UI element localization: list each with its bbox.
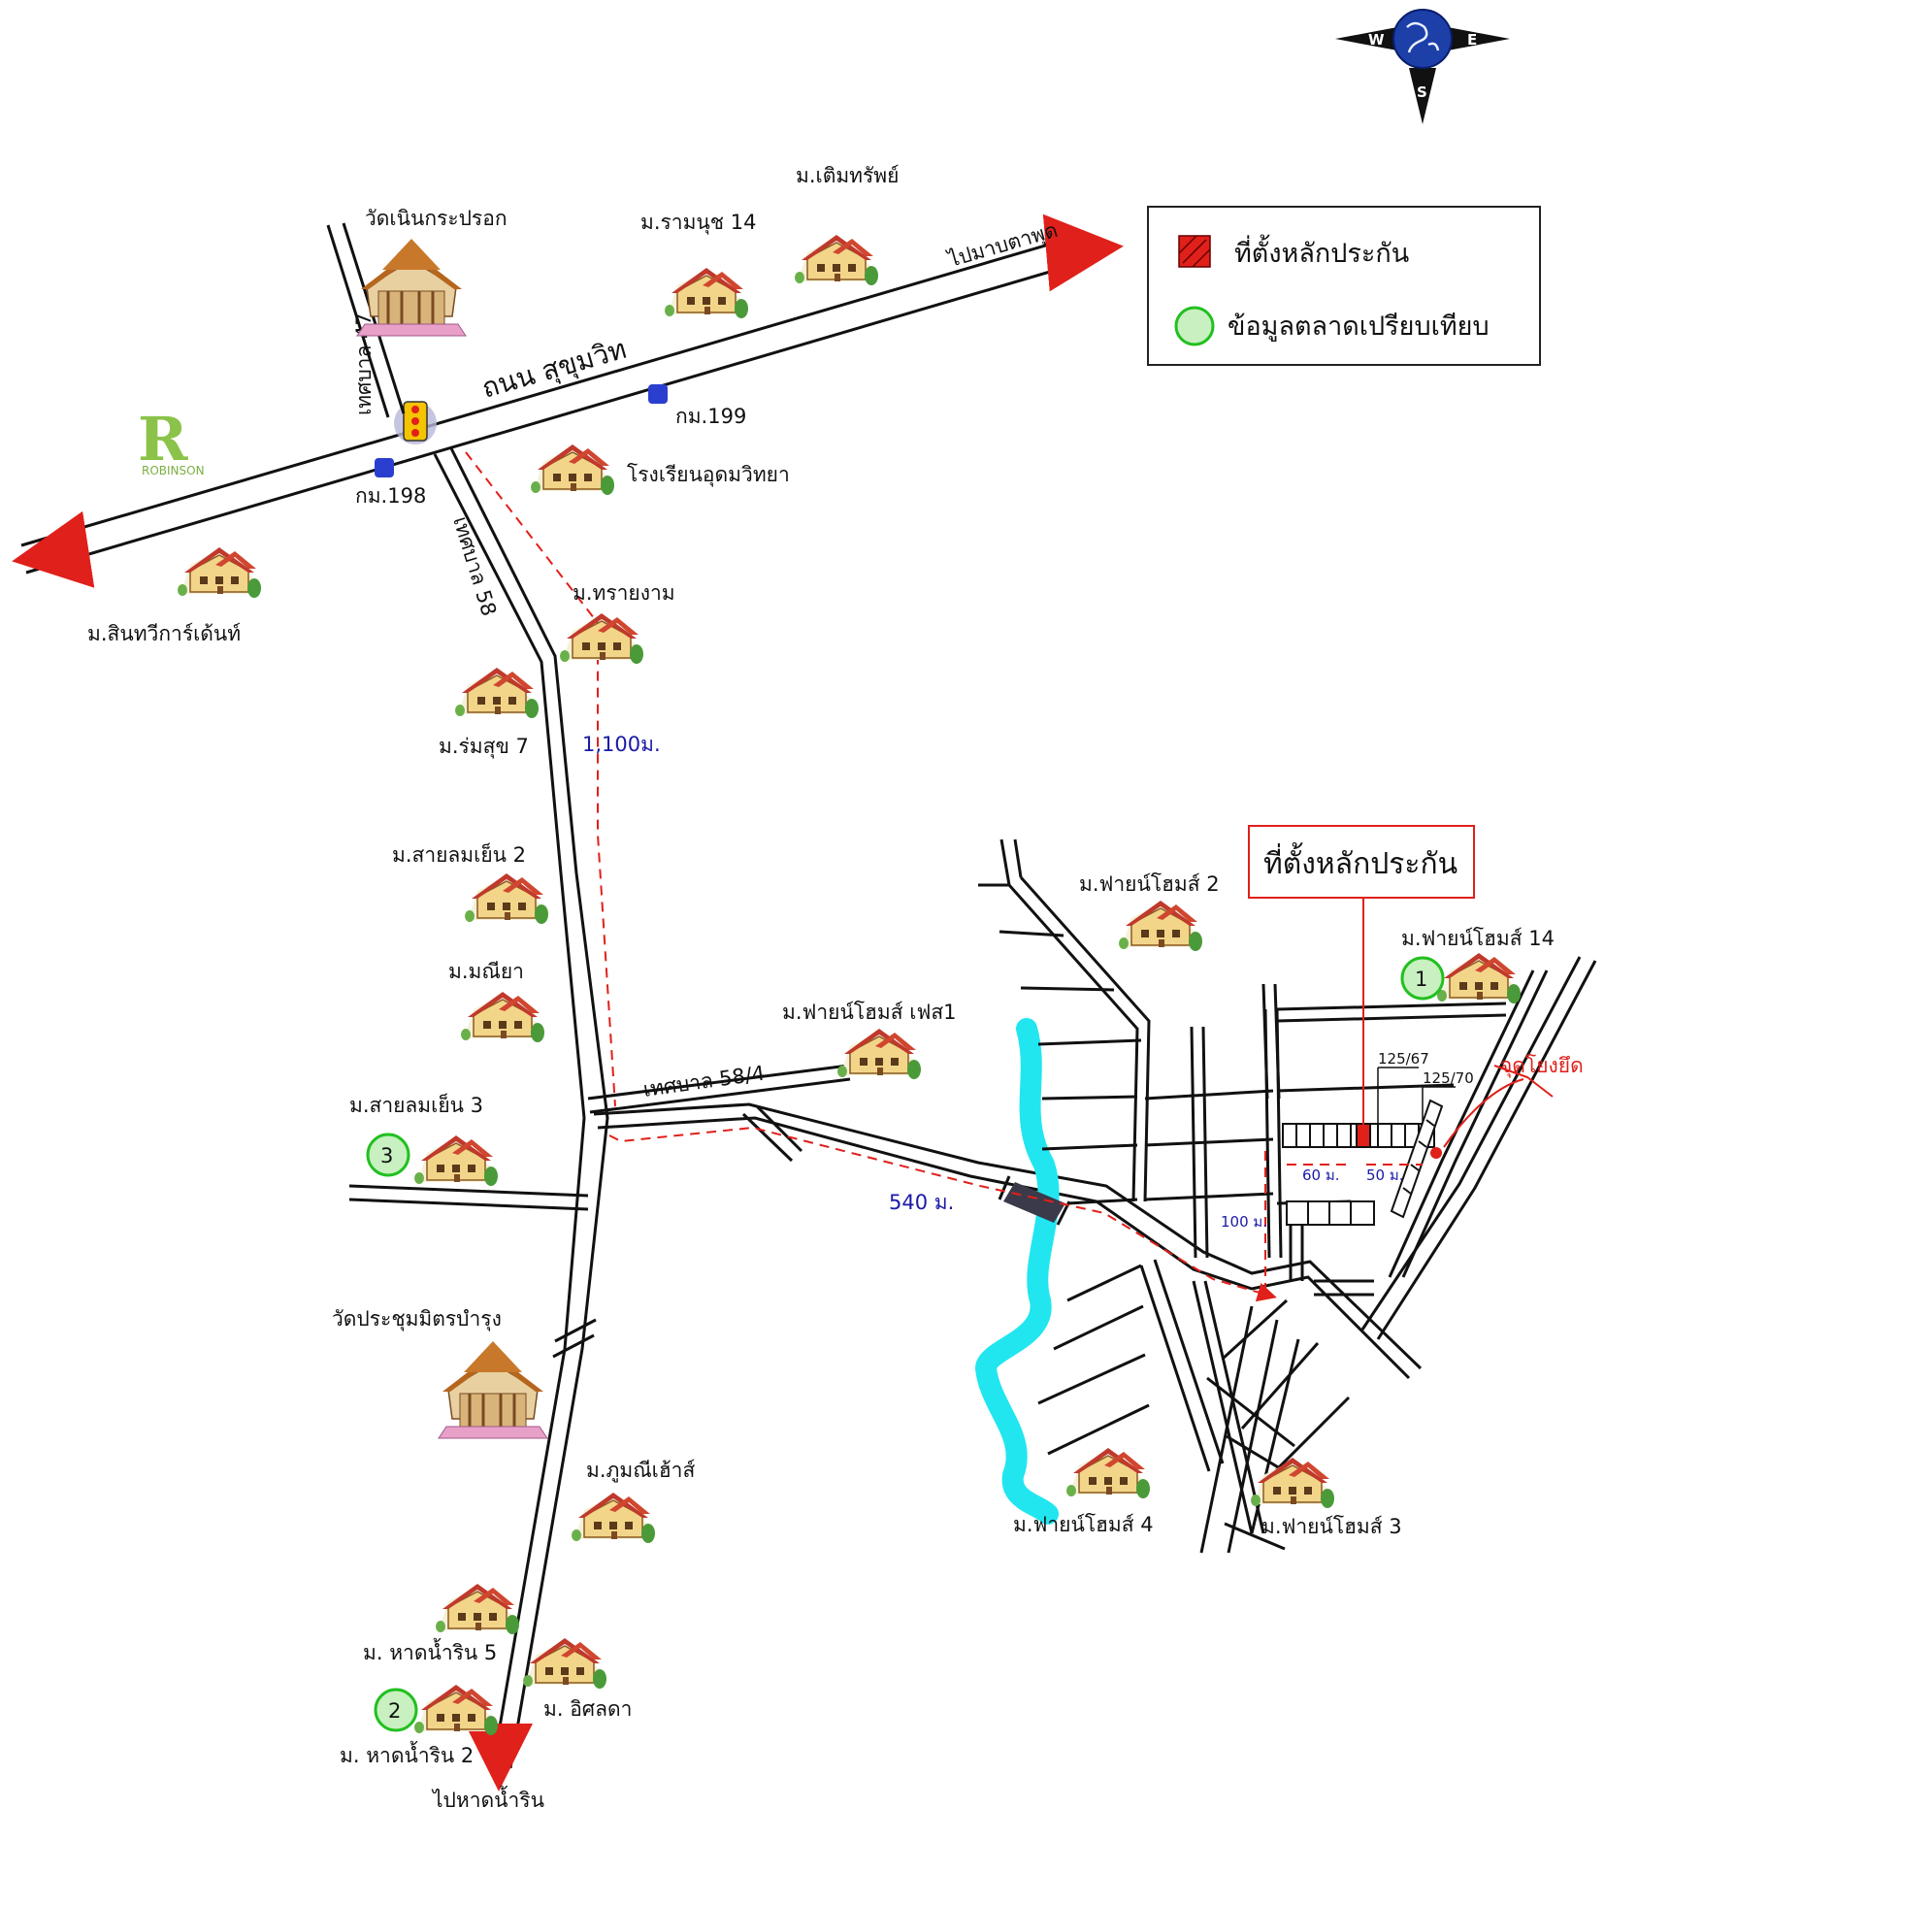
anchor-label: จุดโยงยึด — [1500, 1054, 1584, 1078]
hat5-label: ม. หาดน้ำริน 5 — [363, 1638, 497, 1664]
km-199-marker: กม.199 — [648, 384, 746, 428]
to-map-ta-phut-arrow — [1042, 214, 1124, 292]
market-marker-3-number: 3 — [380, 1144, 393, 1167]
house-icon — [1118, 900, 1203, 952]
phumanee-label: ม.ภูมณีเฮ้าส์ — [586, 1459, 695, 1483]
diagonal-plots — [1390, 1099, 1444, 1219]
collateral-plot — [1356, 1123, 1371, 1148]
compass-south: S — [1417, 83, 1427, 101]
house-icon — [522, 1637, 607, 1690]
house-icon — [1250, 1457, 1335, 1509]
west-side-road-b — [348, 1198, 589, 1211]
legend-market-label: ข้อมูลตลาดเปรียบเทียบ — [1228, 312, 1490, 342]
collateral-callout: ที่ตั้งหลักประกัน — [1248, 825, 1475, 1126]
house-icon — [435, 1583, 520, 1635]
traffic-light-icon — [394, 401, 437, 444]
km-198-marker: กม.198 — [355, 458, 426, 508]
distance-50: 50 ม. — [1366, 1167, 1404, 1184]
compass-rose: W E S — [1335, 9, 1510, 124]
robinson-logo: R ROBINSON — [138, 404, 205, 477]
house-icon — [413, 1684, 499, 1736]
market-marker-1: 1 — [1400, 956, 1445, 1001]
collateral-title-box — [1248, 825, 1475, 899]
romsuk-label: ม.ร่มสุข 7 — [439, 735, 529, 759]
house-icon — [836, 1028, 922, 1080]
west-arrow — [1335, 27, 1397, 50]
km-198-label: กม.198 — [355, 484, 426, 508]
house-icon — [464, 872, 549, 925]
house-icon — [559, 612, 644, 665]
km-post-icon — [648, 384, 668, 404]
wat-noen-label: วัดเนินกระปรอก — [365, 207, 508, 230]
tesaban-58-4-label: เทศบาล 58/4 — [641, 1062, 766, 1101]
ramnut-label: ม.รามนุช 14 — [640, 211, 756, 235]
house-icon — [1065, 1447, 1151, 1499]
market-marker-2-number: 2 — [388, 1699, 401, 1723]
plot-b-label: 125/70 — [1423, 1069, 1474, 1087]
school-label: โรงเรียนอุดมวิทยา — [627, 463, 790, 487]
distance-540: 540 ม. — [889, 1191, 954, 1214]
plot-labels: 125/67 125/70 — [1377, 1050, 1474, 1124]
tesaban-58-road: เทศบาล 58 ไปหาดน้ำริน — [431, 447, 609, 1812]
legend: ที่ตั้งหลักประกัน ข้อมูลตลาดเปรียบเทียบ — [1147, 206, 1541, 366]
sukhumvit-road: ถนน สุขุมวิท ไปมาบตาพุด — [12, 214, 1124, 588]
fine14-label: ม.ฟายน์โฮมส์ 14 — [1401, 927, 1555, 950]
house-icon — [1436, 952, 1522, 1004]
compass-west: W — [1368, 31, 1385, 49]
fine3-label: ม.ฟายน์โฮมส์ 3 — [1261, 1515, 1402, 1538]
to-hat-namrin-label: ไปหาดน้ำริน — [431, 1786, 544, 1812]
fine2-label: ม.ฟายน์โฮมส์ 2 — [1079, 872, 1220, 896]
house-icon — [794, 234, 879, 286]
legend-collateral-label: ที่ตั้งหลักประกัน — [1234, 234, 1409, 269]
distance-100: 100 ม. — [1221, 1213, 1267, 1231]
svg-text:R: R — [138, 404, 188, 475]
house-icon — [177, 546, 262, 599]
sailom3-label: ม.สายลมเย็น 3 — [349, 1092, 483, 1117]
sailom2-label: ม.สายลมเย็น 2 — [392, 841, 526, 867]
plot-row — [1282, 1123, 1435, 1226]
school-icon — [530, 444, 615, 496]
east-arrow — [1448, 27, 1510, 50]
hat2-label: ม. หาดน้ำริน 2 — [340, 1741, 474, 1767]
plot-a-label: 125/67 — [1378, 1050, 1429, 1068]
west-side-road-a — [348, 1184, 589, 1198]
market-marker-3: 3 — [366, 1133, 410, 1177]
fine-phase1-label: ม.ฟายน์โฮมส์ เฟส1 — [782, 1001, 957, 1024]
house-icon — [413, 1134, 499, 1187]
saingam-label: ม.ทรายงาม — [573, 581, 675, 605]
west-arrow-road — [12, 510, 95, 588]
isalda-label: ม. อิศลดา — [543, 1697, 632, 1721]
market-marker-2: 2 — [374, 1688, 418, 1732]
distance-60: 60 ม. — [1302, 1167, 1340, 1184]
south-arrow — [1409, 68, 1436, 124]
market-marker-1-number: 1 — [1415, 968, 1427, 991]
market-swatch — [1174, 306, 1215, 346]
sukhumvit-label: ถนน สุขุมวิท — [478, 333, 630, 406]
robinson-text: ROBINSON — [142, 464, 205, 477]
km-post-icon — [375, 458, 394, 477]
wat-prachum-label: วัดประชุมมิตรบำรุง — [332, 1307, 502, 1331]
route-path — [465, 451, 1423, 1302]
distance-1100: 1,100ม. — [582, 733, 661, 756]
fine4-label: ม.ฟายน์โฮมส์ 4 — [1013, 1513, 1154, 1536]
river — [974, 1018, 1060, 1525]
manee-label: ม.มณียา — [448, 960, 524, 983]
house-icon — [571, 1492, 656, 1544]
anchor-point: จุดโยงยึด — [1430, 1054, 1584, 1159]
sintawee-label: ม.สินทวีการ์เด้นท์ — [87, 622, 241, 645]
house-icon — [460, 991, 545, 1043]
anchor-dot — [1430, 1147, 1442, 1159]
legend-box — [1147, 206, 1541, 366]
house-icon — [454, 667, 540, 719]
toemsap-label: ม.เติมทรัพย์ — [796, 164, 899, 187]
collateral-title: ที่ตั้งหลักประกัน — [1263, 842, 1457, 881]
house-icon — [664, 267, 749, 319]
temple-icon — [437, 1339, 549, 1440]
compass-east: E — [1467, 31, 1477, 49]
km-199-label: กม.199 — [675, 405, 746, 428]
